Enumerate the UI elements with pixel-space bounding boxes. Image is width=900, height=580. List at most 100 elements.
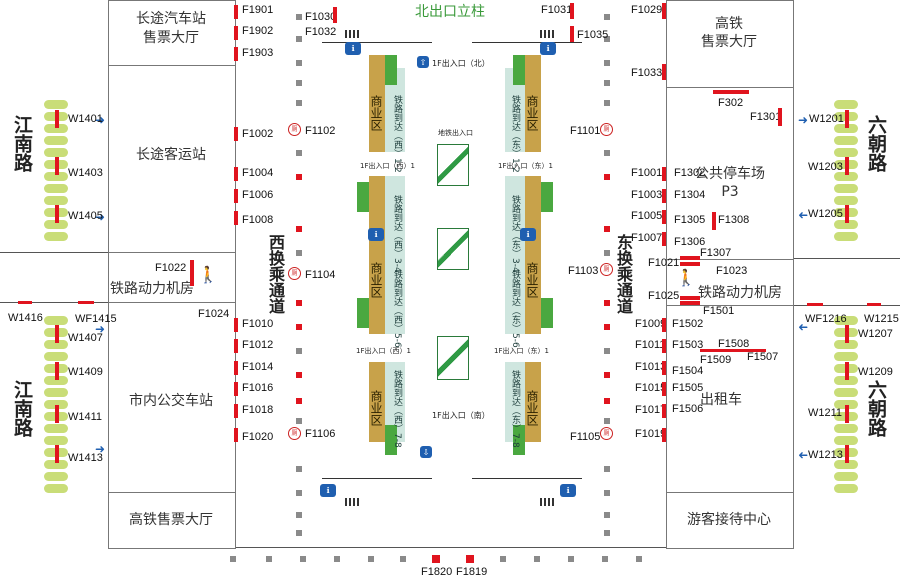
code-f1032: F1032 — [305, 26, 337, 38]
road-pillar — [44, 460, 68, 469]
corridor-marker-grey — [296, 512, 302, 518]
marker-f1012 — [234, 339, 238, 353]
code-f1506: F1506 — [672, 403, 704, 415]
road-pillar — [834, 316, 858, 325]
road-pillar — [44, 124, 68, 133]
room-parking-label-1: 公共停车场 — [695, 166, 765, 182]
code-w1203: W1203 — [808, 161, 843, 173]
marker-f1003 — [662, 189, 666, 203]
west-road-edge — [0, 252, 108, 253]
corridor-marker-red — [296, 174, 302, 180]
room-bus-ticket-hall-label-2: 售票大厅 — [143, 30, 199, 46]
corridor-marker-grey — [604, 14, 610, 20]
metro-block-se — [505, 362, 525, 442]
code-w1209: W1209 — [858, 366, 893, 378]
room-hsr-ticket-east-label-1: 高铁 — [715, 16, 743, 32]
exit-north-sign: ⇧ — [417, 56, 429, 68]
code-f1014: F1014 — [242, 361, 274, 373]
toilet-icon-sw: 厕 — [288, 427, 301, 440]
code-f1504: F1504 — [672, 365, 704, 377]
bottom-marker-grey — [568, 556, 574, 562]
code-f1305: F1305 — [674, 214, 706, 226]
code-f1023: F1023 — [716, 265, 748, 277]
hall-top-left — [322, 42, 432, 43]
road-pillar — [834, 400, 858, 409]
marker-f1025 — [680, 296, 700, 300]
code-w1211: W1211 — [808, 407, 843, 419]
outer-border-bottom — [108, 547, 793, 548]
info-sign-ne: ℹ — [540, 42, 556, 55]
code-f1307: F1307 — [700, 247, 732, 259]
commercial-label-sw: 商业区 — [369, 390, 383, 426]
commercial-block-se — [525, 362, 541, 442]
arrow-icon-w4: ➜ — [95, 442, 106, 456]
escalator-e2 — [541, 298, 553, 328]
stairs-north[interactable] — [437, 144, 469, 186]
marker-w1407 — [55, 325, 59, 343]
marker-f1015 — [662, 382, 666, 396]
corridor-west: 西换乘通道 — [266, 234, 285, 314]
marker-f1035 — [570, 26, 574, 42]
metro-block-e — [505, 176, 525, 334]
marker-f1011 — [662, 339, 666, 353]
metro-label-nw: 铁路到达（西）1-2 — [392, 95, 402, 173]
marker-f1020 — [234, 428, 238, 442]
room-railway-power-east-label: 铁路动力机房 — [698, 285, 782, 301]
stairs-south[interactable] — [437, 336, 469, 380]
toilet-icon-ne: 厕 — [600, 123, 613, 136]
corridor-marker-red — [296, 226, 302, 232]
code-f1004: F1004 — [242, 167, 274, 179]
escalator-w1 — [357, 182, 369, 212]
code-w1213: W1213 — [808, 449, 843, 461]
bottom-marker-grey — [368, 556, 374, 562]
code-f1507: F1507 — [747, 351, 779, 363]
marker-wf1216 — [807, 303, 823, 306]
room-hsr-ticket-east — [666, 0, 794, 89]
code-w1215: W1215 — [864, 313, 899, 325]
marker-f1820 — [432, 555, 440, 563]
marker-w1413 — [55, 445, 59, 463]
corridor-marker-grey — [296, 150, 302, 156]
code-f1010: F1010 — [242, 318, 274, 330]
arrow-icon-e2: ➜ — [798, 208, 809, 222]
road-pillar — [44, 388, 68, 397]
marker-w1213 — [845, 445, 849, 463]
corridor-marker-grey — [604, 36, 610, 42]
info-sign-w: ℹ — [368, 228, 384, 241]
code-f1021: F1021 — [648, 257, 680, 269]
code-f1001: F1001 — [631, 167, 663, 179]
escalator-ne — [513, 55, 525, 85]
corridor-marker-grey — [604, 418, 610, 424]
metro-label-se: 铁路到达（东）7-8 — [510, 370, 520, 448]
metro-block-nw — [385, 68, 405, 152]
arrow-icon-w3: ➜ — [95, 322, 106, 336]
code-f1019: F1019 — [635, 428, 667, 440]
code-f1505: F1505 — [672, 382, 704, 394]
stairs-middle[interactable] — [437, 228, 469, 270]
code-f1015: F1015 — [635, 382, 667, 394]
corridor-marker-grey — [296, 418, 302, 424]
marker-f1819 — [466, 555, 474, 563]
road-pillar — [834, 352, 858, 361]
toilet-icon-e: 厕 — [600, 263, 613, 276]
marker-w1405 — [55, 205, 59, 223]
code-w1207: W1207 — [858, 328, 893, 340]
marker-f1301 — [778, 108, 782, 126]
commercial-block-nw — [369, 55, 385, 152]
marker-f1007 — [662, 232, 666, 246]
room-city-bus-label: 市内公交车站 — [129, 393, 213, 409]
code-f1501: F1501 — [703, 305, 735, 317]
code-w1405: W1405 — [68, 210, 103, 222]
marker-f1010 — [234, 318, 238, 332]
room-hsr-ticket-west-label: 高铁售票大厅 — [129, 512, 213, 528]
code-f1902: F1902 — [242, 25, 274, 37]
corridor-marker-grey — [296, 348, 302, 354]
info-sign-sw: ℹ — [320, 484, 336, 497]
exit-north-label: 1F出入口（北） — [432, 59, 490, 68]
code-f1901: F1901 — [242, 4, 274, 16]
code-f1030: F1030 — [305, 11, 337, 23]
info-sign-e: ℹ — [520, 228, 536, 241]
corridor-marker-red — [604, 300, 610, 306]
exit-west1-label: 1F出入口（西）1 — [360, 162, 415, 170]
code-f1029: F1029 — [631, 4, 663, 16]
